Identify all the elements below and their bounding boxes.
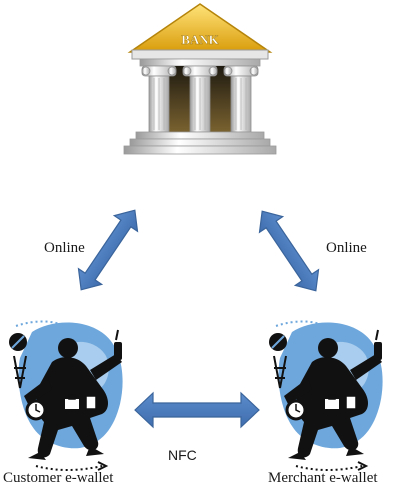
online-label-right: Online bbox=[326, 240, 367, 256]
bank-icon: BANK bbox=[123, 3, 277, 155]
bank-customer-link-arrow bbox=[77, 209, 139, 291]
customer-wallet-label: Customer e-wallet bbox=[3, 470, 114, 486]
customer-busy-person-icon bbox=[7, 319, 125, 472]
nfc-link-arrow bbox=[134, 391, 260, 429]
bank-sign-text: BANK bbox=[181, 32, 219, 47]
nfc-label: NFC bbox=[168, 447, 197, 463]
merchant-busy-person-icon bbox=[267, 319, 385, 472]
bank-merchant-link-arrow bbox=[258, 210, 320, 292]
online-label-left: Online bbox=[44, 240, 85, 256]
merchant-wallet-label: Merchant e-wallet bbox=[268, 470, 378, 486]
